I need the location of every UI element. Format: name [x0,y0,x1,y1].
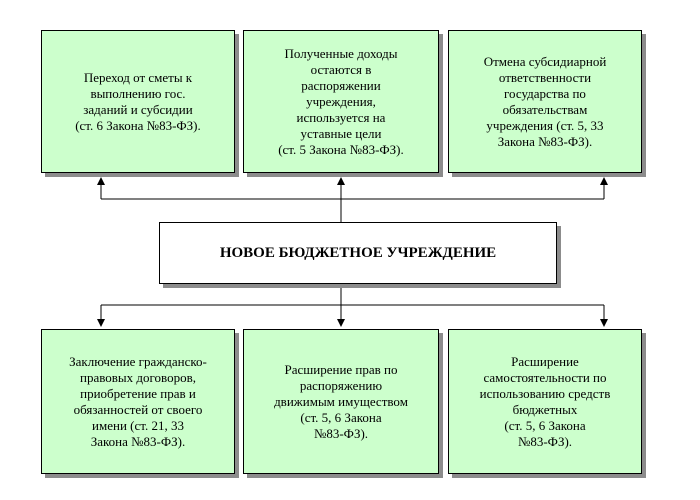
center-box-new-budget-institution: НОВОЕ БЮДЖЕТНОЕ УЧРЕЖДЕНИЕ [159,222,557,284]
top-box-estimate-transition: Переход от сметы к выполнению гос. задан… [41,30,235,173]
bottom-box-movable-property: Расширение прав по распоряжению движимым… [243,329,439,474]
bottom-box-civil-contracts-text: Заключение гражданско- правовых договоро… [69,353,207,449]
bottom-box-budget-autonomy-text: Расширение самостоятельности по использо… [479,353,611,449]
top-box-income-retention: Полученные доходы остаются в распоряжени… [243,30,439,173]
top-box-liability-cancellation-text: Отмена субсидиарной ответственности госу… [483,53,607,149]
bottom-box-movable-property-text: Расширение прав по распоряжению движимым… [274,361,408,441]
top-box-liability-cancellation: Отмена субсидиарной ответственности госу… [448,30,642,173]
top-box-income-retention-text: Полученные доходы остаются в распоряжени… [278,45,404,157]
bottom-box-civil-contracts: Заключение гражданско- правовых договоро… [41,329,235,474]
center-box-label: НОВОЕ БЮДЖЕТНОЕ УЧРЕЖДЕНИЕ [219,244,497,261]
top-box-estimate-transition-text: Переход от сметы к выполнению гос. задан… [75,69,201,133]
bottom-box-budget-autonomy: Расширение самостоятельности по использо… [448,329,642,474]
